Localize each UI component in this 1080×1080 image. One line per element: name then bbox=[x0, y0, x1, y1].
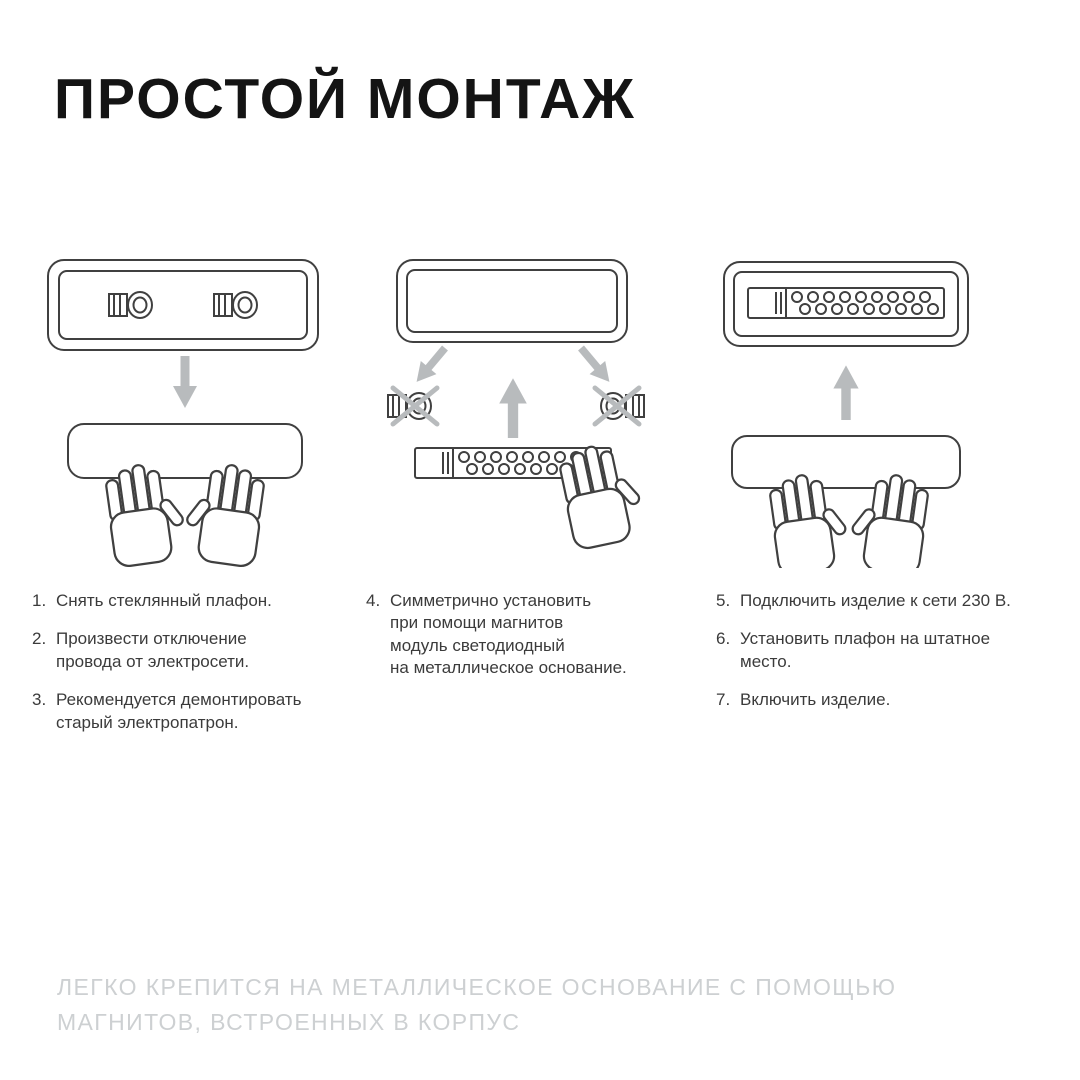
crossed-socket-left bbox=[387, 385, 440, 427]
arrow-up-icon bbox=[833, 365, 859, 420]
arrow-diagonal-left-icon bbox=[408, 341, 453, 389]
item-text: Установить плафон на штатное место. bbox=[740, 629, 991, 671]
illustration-attach-cover-to-base bbox=[723, 261, 969, 568]
item-number: 3. bbox=[32, 690, 47, 710]
item-number: 6. bbox=[716, 629, 731, 649]
illustration-remove-glass-cover bbox=[47, 259, 319, 568]
plafond-drawing bbox=[67, 423, 303, 479]
led-module-drawing bbox=[747, 287, 945, 319]
item-text: Включить изделие. bbox=[740, 690, 891, 710]
fixture-drawing bbox=[47, 259, 319, 351]
instruction-list-left: 1. Снять стеклянный плафон. 2. Произвест… bbox=[32, 590, 362, 750]
instruction-item-3: 3. Рекомендуется демонтировать старый эл… bbox=[32, 689, 362, 734]
page-title: ПРОСТОЙ МОНТАЖ bbox=[54, 67, 636, 131]
cross-out-icon bbox=[592, 385, 642, 427]
arrow-down-icon bbox=[173, 356, 197, 408]
instruction-item-4: 4. Симметрично установить при помощи маг… bbox=[366, 590, 666, 680]
crossed-socket-right bbox=[592, 385, 645, 427]
instruction-item-6: 6. Установить плафон на штатное место. bbox=[716, 628, 1066, 673]
item-number: 2. bbox=[32, 629, 47, 649]
item-text: Подключить изделие к сети 230 В. bbox=[740, 591, 1011, 610]
item-text: Произвести отключение провода от электро… bbox=[56, 629, 250, 671]
illustration-install-led-module bbox=[387, 259, 651, 552]
instruction-item-2: 2. Произвести отключение провода от элек… bbox=[32, 628, 362, 673]
item-number: 5. bbox=[716, 591, 731, 610]
item-text: Симметрично установить при помощи магнит… bbox=[390, 591, 627, 678]
cross-out-icon bbox=[390, 385, 440, 427]
item-text: Снять стеклянный плафон. bbox=[56, 591, 272, 610]
instruction-item-1: 1. Снять стеклянный плафон. bbox=[32, 590, 362, 612]
lamp-socket-icon bbox=[213, 291, 258, 319]
fixture-drawing bbox=[396, 259, 628, 343]
item-number: 7. bbox=[716, 690, 731, 710]
item-text: Рекомендуется демонтировать старый элект… bbox=[56, 690, 302, 732]
footer-note: ЛЕГКО КРЕПИТСЯ НА МЕТАЛЛИЧЕСКОЕ ОСНОВАНИ… bbox=[57, 974, 897, 1035]
arrow-up-icon bbox=[499, 378, 527, 438]
instruction-item-7: 7. Включить изделие. bbox=[716, 689, 1066, 711]
plafond-drawing bbox=[731, 435, 961, 489]
item-number: 1. bbox=[32, 591, 47, 610]
instruction-item-5: 5. Подключить изделие к сети 230 В. bbox=[716, 590, 1066, 612]
item-number: 4. bbox=[366, 591, 381, 610]
arrow-diagonal-right-icon bbox=[573, 341, 618, 389]
instruction-list-right: 5. Подключить изделие к сети 230 В. 6. У… bbox=[716, 590, 1066, 728]
instruction-list-middle: 4. Симметрично установить при помощи маг… bbox=[366, 590, 666, 696]
lamp-socket-icon bbox=[108, 291, 153, 319]
